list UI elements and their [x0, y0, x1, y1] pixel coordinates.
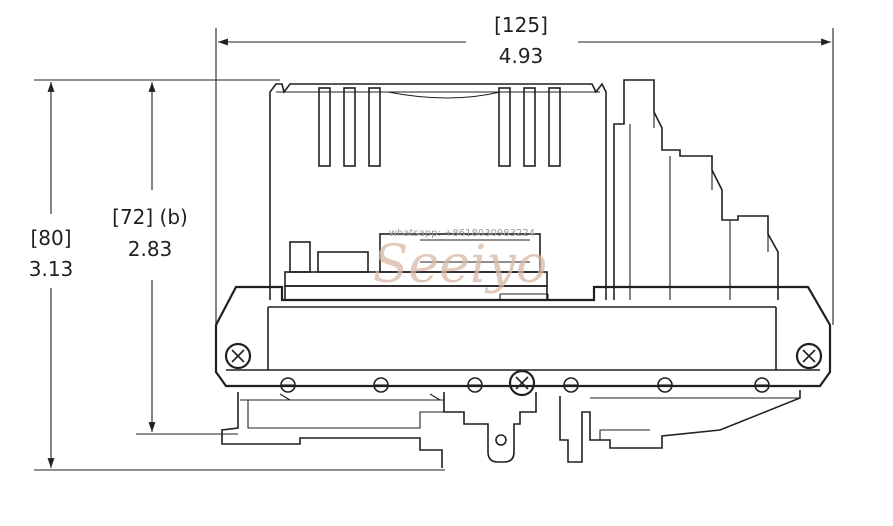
height-total-dimension: [80] 3.13 [29, 79, 445, 471]
height-total-imperial-label: 3.13 [29, 257, 74, 281]
height-b-dimension: [72] (b) 2.83 [112, 82, 238, 435]
internal-board [284, 233, 548, 301]
height-total-metric-label: [80] [30, 226, 71, 250]
width-imperial-label: 4.93 [499, 44, 544, 68]
height-b-imperial-label: 2.83 [128, 237, 173, 261]
din-rail-clip [221, 390, 801, 468]
watermark-contact: whatsapp: +8618030983224 [389, 228, 535, 239]
connector-pins-right [498, 87, 561, 167]
screw-center [508, 369, 536, 397]
watermark: Seeiyo whatsapp: +8618030983224 [373, 228, 547, 295]
width-metric-label: [125] [494, 13, 548, 37]
connector-pins-left [318, 87, 381, 167]
width-dimension: [125] 4.93 [215, 13, 834, 325]
terminal-steps [613, 79, 779, 300]
screw-left [224, 342, 252, 370]
screw-right [795, 342, 823, 370]
terminal-screws [280, 377, 770, 393]
height-b-metric-label: [72] (b) [112, 205, 188, 229]
watermark-logo: Seeiyo [373, 235, 547, 295]
module-cover [269, 82, 607, 301]
